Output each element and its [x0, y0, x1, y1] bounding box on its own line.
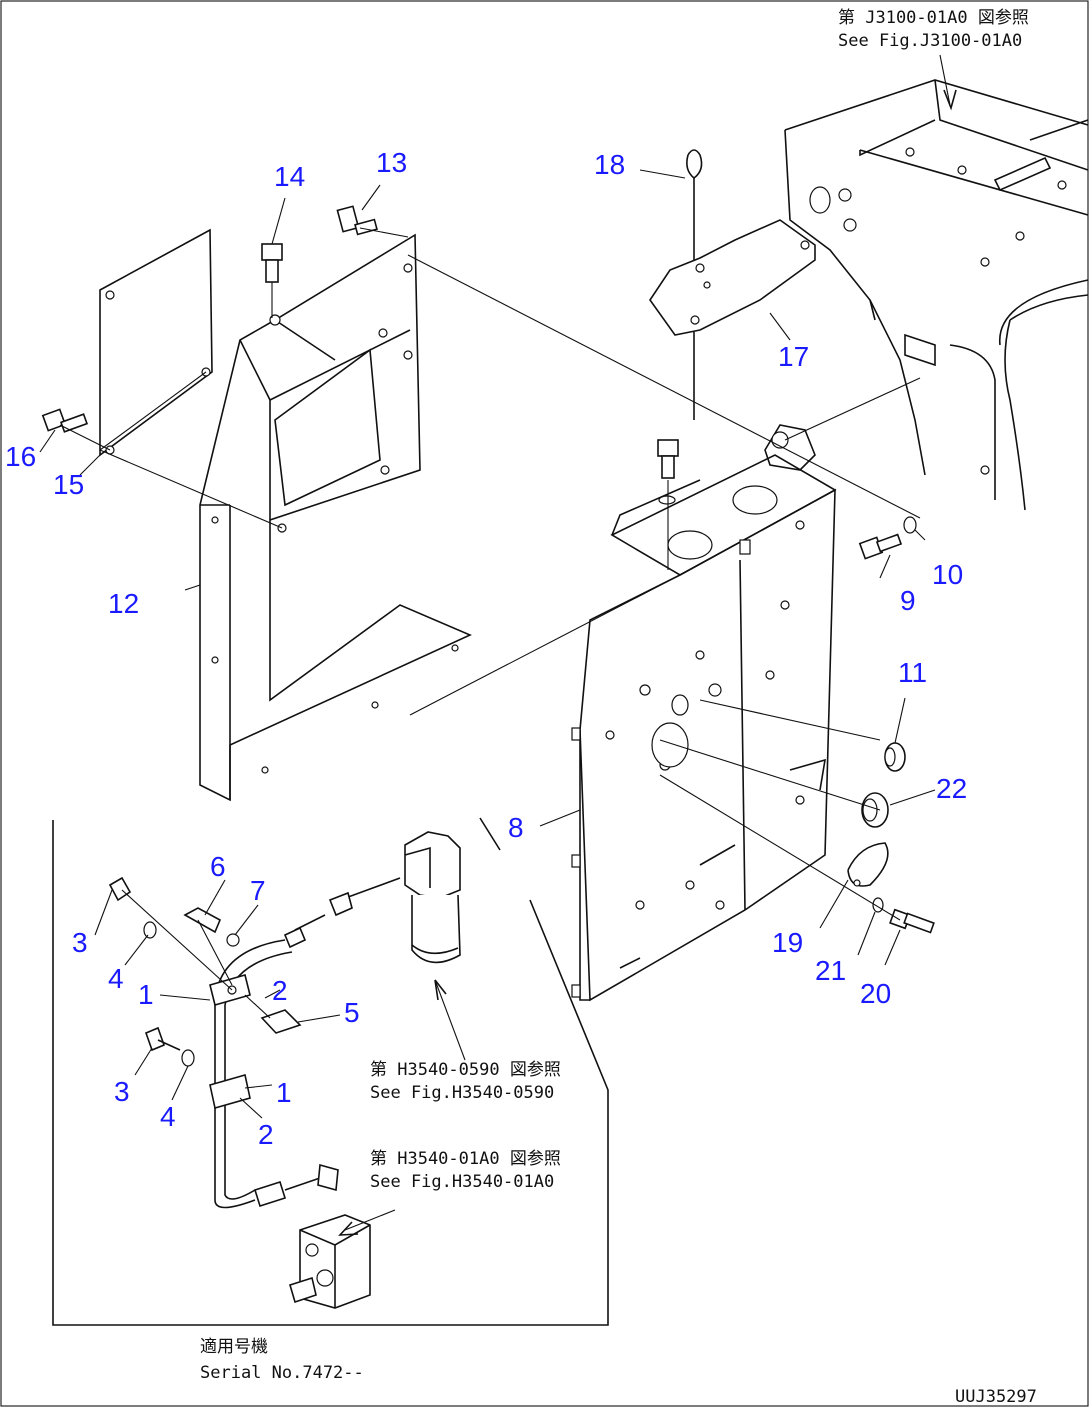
bolt-9	[858, 533, 903, 560]
plate-17	[649, 219, 816, 336]
frame-assembly	[784, 54, 1089, 511]
cover-12	[199, 233, 472, 802]
reference-notes: 第 J3100-01A0 図参照 See Fig.J3100-01A0 第 H3…	[200, 8, 1037, 1407]
valve-block	[289, 1209, 396, 1309]
callout-18: 18	[594, 149, 625, 180]
plug-22	[861, 792, 889, 828]
ref-frame-jp: 第 J3100-01A0 図参照	[838, 8, 1029, 28]
callout-1b: 1	[276, 1077, 292, 1108]
callout-8: 8	[508, 812, 524, 843]
bolt-13	[336, 205, 378, 236]
cover-19	[847, 842, 889, 887]
callout-2b: 2	[258, 1119, 274, 1150]
bolt-tank-top	[657, 439, 679, 505]
callout-5: 5	[344, 997, 360, 1028]
callout-11: 11	[898, 657, 927, 688]
callout-3a: 3	[72, 927, 88, 958]
bolt-14	[261, 243, 283, 318]
callout-6: 6	[210, 851, 226, 882]
hose-assembly	[108, 876, 401, 1209]
callout-3b: 3	[114, 1076, 130, 1107]
callout-4a: 4	[108, 963, 124, 994]
ref-frame-en: See Fig.J3100-01A0	[838, 31, 1022, 51]
callout-19: 19	[772, 927, 803, 958]
bolt-16	[41, 408, 89, 433]
ref-filter-jp: 第 H3540-0590 図参照	[370, 1060, 561, 1080]
inset-applicability-jp: 適用号機	[200, 1337, 268, 1357]
callout-2a: 2	[272, 975, 288, 1006]
bolt-20	[889, 908, 935, 934]
plug-11	[884, 742, 906, 772]
filter-assembly	[404, 831, 466, 1061]
callout-15: 15	[53, 469, 84, 500]
callout-20: 20	[860, 978, 891, 1009]
callout-22: 22	[936, 773, 967, 804]
callout-13: 13	[376, 147, 407, 178]
alignment-lines	[59, 227, 921, 921]
callout-12: 12	[108, 588, 139, 619]
callout-10: 10	[932, 559, 963, 590]
ref-valve-jp: 第 H3540-01A0 図参照	[370, 1149, 561, 1169]
callout-7: 7	[250, 875, 266, 906]
leader-lines	[39, 169, 936, 1119]
callout-17: 17	[778, 341, 809, 372]
callout-21: 21	[815, 955, 846, 986]
drawing-id: UUJ35297	[955, 1387, 1037, 1407]
callout-16: 16	[5, 441, 36, 472]
callout-9: 9	[900, 585, 916, 616]
callout-4b: 4	[160, 1101, 176, 1132]
callouts: 18 17 14 13 16 15 12 8 10 9 11 22 19 21 …	[5, 147, 967, 1150]
washer-10	[903, 516, 917, 534]
plate-15	[99, 228, 213, 457]
inset-serial: Serial No.7472--	[200, 1363, 364, 1383]
ref-filter-en: See Fig.H3540-0590	[370, 1083, 554, 1103]
ref-valve-en: See Fig.H3540-01A0	[370, 1172, 554, 1192]
callout-14: 14	[274, 161, 305, 192]
callout-1a: 1	[138, 979, 154, 1010]
tank-box	[571, 424, 837, 1002]
serial-inset	[52, 817, 609, 1326]
